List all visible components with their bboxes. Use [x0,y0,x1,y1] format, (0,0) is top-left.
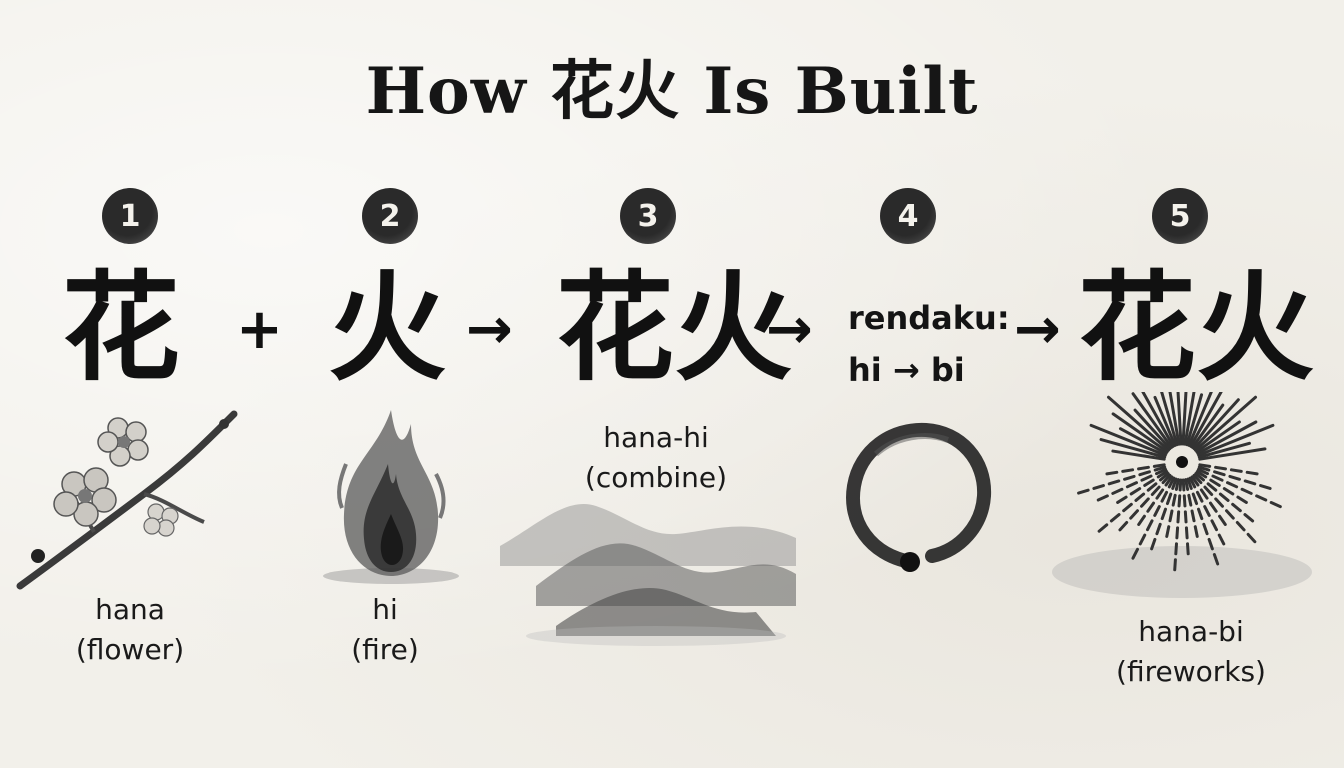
reading-hanahi: hana-hi [603,421,709,454]
reading-hana: hana [95,593,165,626]
flame-icon [323,410,459,584]
step-badge-3: 3 [620,188,676,244]
meaning-fire: (fire) [351,633,419,666]
step-badge-4: 4 [880,188,936,244]
firework-burst-icon [1052,392,1312,598]
reading-hi: hi [372,593,398,626]
caption-hana: hana (flower) [40,590,220,670]
kanji-hanabi: 花火 [1078,258,1315,397]
meaning-flower: (flower) [75,633,185,666]
meaning-fireworks: (fireworks) [1116,655,1266,688]
step-badge-1: 1 [102,188,158,244]
cherry-blossom-branch-icon [16,410,238,590]
arrow-operator-2: → [766,297,813,362]
meaning-combine: (combine) [584,461,728,494]
kanji-hanahi: 花火 [556,258,793,397]
page-title: How 花火 Is Built [365,54,979,129]
kanji-hi: 火 [328,258,447,397]
step-badge-2: 2 [362,188,418,244]
caption-hi: hi (fire) [300,590,470,670]
kanji-hana: 花 [62,258,181,397]
caption-hanabi: hana-bi (fireworks) [1096,612,1286,692]
reading-hanabi: hana-bi [1138,615,1244,648]
rendaku-label: rendaku: [848,299,1010,337]
step-badge-5: 5 [1152,188,1208,244]
rendaku-text: hi → bi [848,351,965,389]
misty-mountains-icon [500,504,796,646]
caption-hanahi: hana-hi (combine) [556,418,756,498]
enso-circle-icon [846,422,992,572]
rendaku-rule: rendaku: hi → bi [848,292,1018,396]
arrow-operator-3: → [1014,297,1061,362]
plus-operator: + [236,297,283,362]
arrow-operator-1: → [466,297,513,362]
